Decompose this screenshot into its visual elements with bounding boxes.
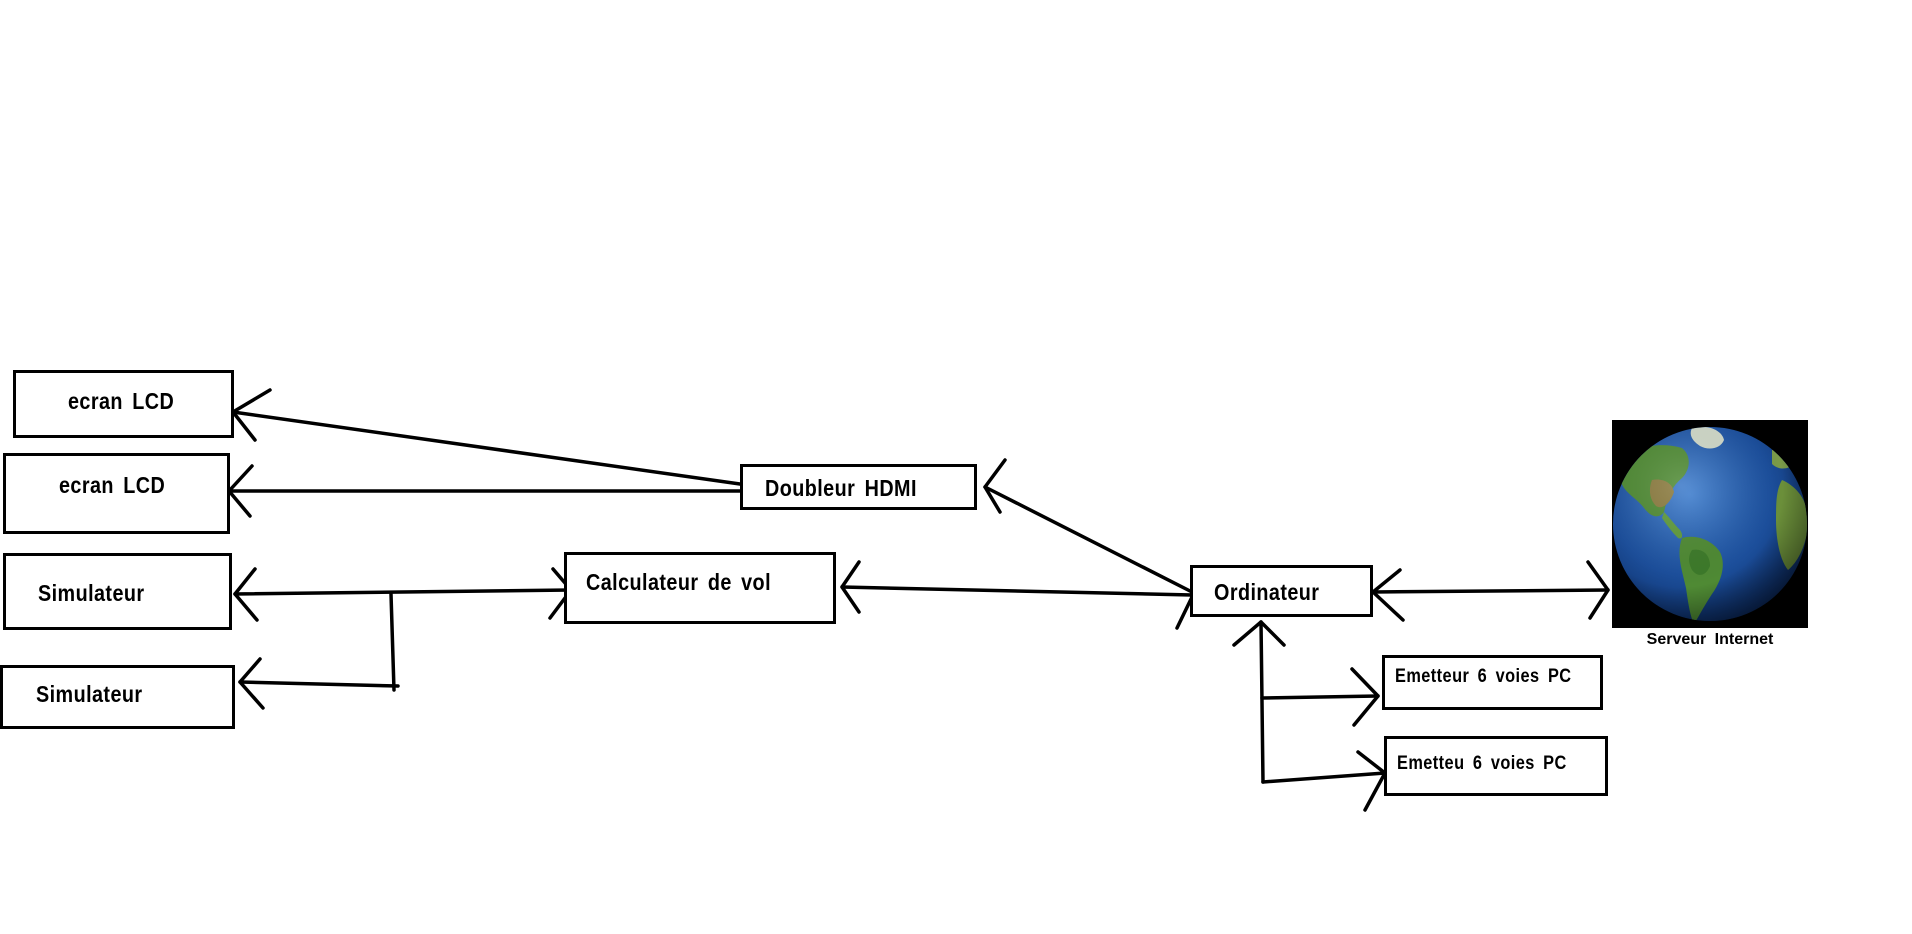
flight-computer-box: Calculateur de vol xyxy=(564,552,836,624)
hdmi-splitter-label: Doubleur HDMI xyxy=(765,475,917,501)
server-caption: Serveur Internet xyxy=(1646,631,1774,648)
edge-computer-server xyxy=(1371,588,1610,594)
transmitter-label-2: Emetteu 6 voies PC xyxy=(1397,753,1567,774)
arrowhead-transmitter2 xyxy=(1356,750,1387,812)
edge-branch-sim2 xyxy=(238,680,400,688)
lcd-screen-box-2: ecran LCD xyxy=(3,453,230,534)
edge-computer-trunk xyxy=(1259,620,1265,784)
tick-computer-left xyxy=(1175,595,1194,630)
simulator-box-2: Simulateur xyxy=(0,665,235,729)
arrowhead-computer-right xyxy=(1371,568,1405,622)
edge-branch-vertical xyxy=(389,592,396,692)
arrowhead-flightcomputer-right xyxy=(840,560,861,614)
edge-computer-flightcomputer xyxy=(840,585,1194,597)
arrowhead-hdmi xyxy=(983,458,1007,514)
arrowhead-server xyxy=(1586,560,1610,620)
edge-trunk-transmitter2 xyxy=(1261,771,1387,784)
arrowhead-sim1 xyxy=(233,567,259,622)
arrowhead-computer-bottom xyxy=(1232,620,1286,647)
flight-computer-label: Calculateur de vol xyxy=(586,569,772,595)
lcd-screen-box-1: ecran LCD xyxy=(13,370,234,438)
edge-computer-hdmi xyxy=(983,485,1194,594)
simulator-label-1: Simulateur xyxy=(38,580,145,606)
transmitter-label-1: Emetteur 6 voies PC xyxy=(1395,666,1572,687)
simulator-box-1: Simulateur xyxy=(3,553,232,630)
edge-trunk-transmitter1 xyxy=(1260,694,1380,700)
lcd-screen-label-1: ecran LCD xyxy=(68,388,175,414)
arrowhead-transmitter1 xyxy=(1350,667,1380,727)
edge-flightcomputer-sim1 xyxy=(233,588,573,596)
simulator-label-2: Simulateur xyxy=(36,681,143,707)
computer-label: Ordinateur xyxy=(1214,579,1320,605)
transmitter-box-1: Emetteur 6 voies PC xyxy=(1382,655,1603,710)
edge-hdmi-lcd1 xyxy=(231,410,749,487)
hdmi-splitter-box: Doubleur HDMI xyxy=(740,464,977,510)
computer-box: Ordinateur xyxy=(1190,565,1373,617)
lcd-screen-label-2: ecran LCD xyxy=(59,472,166,498)
earth-globe-icon xyxy=(1612,420,1808,628)
transmitter-box-2: Emetteu 6 voies PC xyxy=(1384,736,1608,796)
arrowhead-sim2 xyxy=(238,657,265,710)
